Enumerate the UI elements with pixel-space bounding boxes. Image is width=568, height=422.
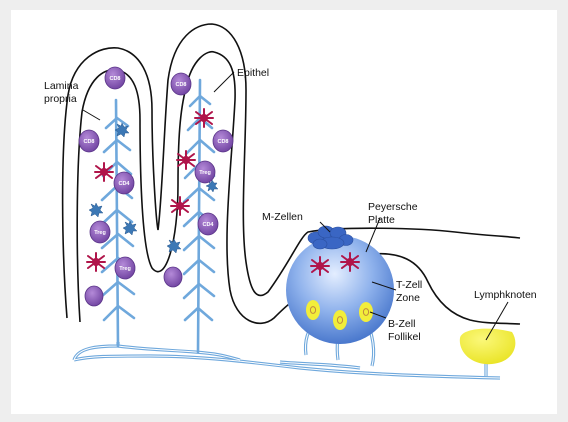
macrophage bbox=[89, 203, 103, 217]
label-epithel: Epithel bbox=[237, 67, 269, 79]
dendritic-cell bbox=[195, 109, 213, 127]
label-lamina-line2: propria bbox=[44, 93, 77, 105]
svg-text:CD4: CD4 bbox=[202, 222, 214, 228]
svg-text:Treg: Treg bbox=[94, 230, 106, 236]
t-cell bbox=[85, 286, 103, 306]
treg-cell: Treg bbox=[90, 221, 110, 243]
dendritic-cell bbox=[95, 163, 113, 181]
label-peyersche-line1: Peyersche bbox=[368, 201, 418, 213]
cd8-cell: CD8 bbox=[213, 130, 233, 152]
label-m-zellen: M-Zellen bbox=[262, 211, 303, 223]
label-t-zell-line2: Zone bbox=[396, 292, 420, 304]
cd4-cell: CD4 bbox=[114, 172, 134, 194]
label-peyersche-line2: Platte bbox=[368, 214, 395, 226]
label-t-zell-line1: T-Zell bbox=[396, 279, 422, 291]
svg-text:CD8: CD8 bbox=[83, 139, 94, 145]
cd8-cell: CD8 bbox=[105, 67, 125, 89]
t-cell bbox=[164, 267, 182, 287]
macrophage bbox=[167, 239, 181, 253]
dendritic-cell bbox=[177, 151, 195, 169]
label-lymphknoten: Lymphknoten bbox=[474, 289, 537, 301]
svg-text:CD8: CD8 bbox=[175, 82, 186, 88]
lymph-vessels bbox=[74, 320, 500, 378]
svg-text:CD8: CD8 bbox=[109, 76, 120, 82]
svg-text:Treg: Treg bbox=[119, 266, 131, 272]
b-follicle bbox=[306, 300, 320, 320]
label-lamina-line1: Lamina bbox=[44, 80, 79, 92]
label-b-zell-line2: Follikel bbox=[388, 331, 421, 343]
svg-text:CD8: CD8 bbox=[217, 139, 228, 145]
treg-cell: Treg bbox=[195, 161, 215, 183]
cd4-cell: CD4 bbox=[198, 213, 218, 235]
b-follicle bbox=[333, 310, 347, 330]
lymph-vessel-base bbox=[74, 345, 510, 376]
dendritic-cell bbox=[87, 253, 105, 271]
treg-cell: Treg bbox=[115, 257, 135, 279]
label-b-zell-line1: B-Zell bbox=[388, 318, 415, 330]
m-zellen-cloud bbox=[308, 226, 353, 249]
cd8-cell: CD8 bbox=[171, 73, 191, 95]
svg-text:CD4: CD4 bbox=[118, 181, 130, 187]
macrophage bbox=[123, 221, 137, 235]
cd8-cell: CD8 bbox=[79, 130, 99, 152]
svg-text:Treg: Treg bbox=[199, 170, 211, 176]
lymphknoten-node bbox=[460, 329, 516, 365]
